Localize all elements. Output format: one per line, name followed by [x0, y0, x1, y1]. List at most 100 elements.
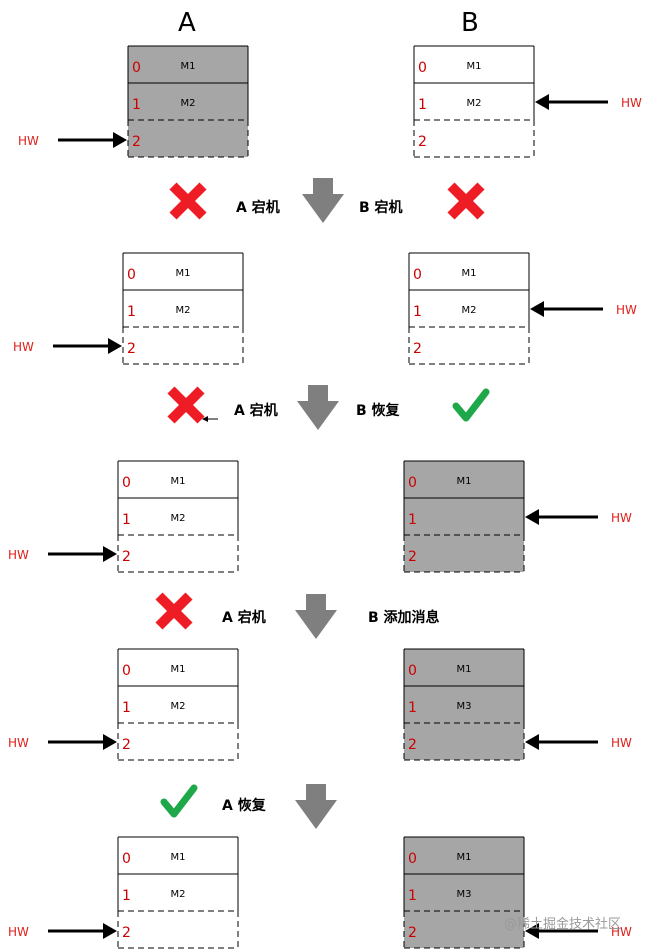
hw-label: HW [8, 736, 29, 750]
hw-arrow-head [103, 546, 117, 562]
log-message-m2: M2 [176, 305, 191, 316]
log-message-m2: M2 [181, 98, 196, 109]
log-offset-0: 0 [122, 663, 131, 679]
cross-stroke [169, 182, 207, 220]
hw-arrow-head [103, 923, 117, 939]
log-offset-0: 0 [408, 851, 417, 867]
log-offset-0: 0 [122, 851, 131, 867]
log-offset-2: 2 [408, 737, 417, 753]
cross-stroke [155, 592, 193, 630]
hw-label: HW [611, 736, 632, 750]
log-offset-1: 1 [132, 97, 141, 113]
step-2-b-label: B 恢复 [356, 403, 400, 419]
step-1-down-arrow-icon [302, 178, 344, 223]
hw-arrow-head [113, 132, 127, 148]
log-message-m1: M1 [457, 664, 472, 675]
hw-label: HW [13, 340, 34, 354]
log-offset-1: 1 [122, 700, 131, 716]
log-shading [404, 649, 524, 760]
log-message-m1: M1 [181, 61, 196, 72]
log-offset-2: 2 [122, 925, 131, 941]
log-offset-1: 1 [122, 888, 131, 904]
hw-marker-b-stage-4: HW [525, 734, 632, 750]
log-offset-1: 1 [408, 700, 417, 716]
hw-marker-a-stage-5: HW [8, 923, 117, 939]
log-offset-0: 0 [122, 475, 131, 491]
log-offset-2: 2 [122, 737, 131, 753]
replica-a-header: A [178, 8, 196, 38]
log-shading [404, 461, 524, 572]
watermark: @稀土掘金技术社区 [504, 917, 622, 932]
log-message-m1: M1 [462, 268, 477, 279]
log-offset-0: 0 [408, 475, 417, 491]
log-offset-0: 0 [413, 267, 422, 283]
log-a-stage-4: 0 M1 1 M2 2 [117, 648, 239, 761]
log-offset-1: 1 [418, 97, 427, 113]
step-1-b-status-cross-icon [447, 182, 485, 220]
log-message-m1: M1 [467, 61, 482, 72]
log-message-m2: M2 [171, 513, 186, 524]
hw-arrow-head [530, 301, 544, 317]
step-4-a-label: A 恢复 [222, 798, 266, 814]
log-message-m1: M1 [457, 852, 472, 863]
hw-marker-b-stage-1: HW [535, 94, 642, 110]
log-offset-2: 2 [418, 134, 427, 150]
step-3-a-label: A 宕机 [222, 610, 266, 626]
hw-label: HW [611, 925, 632, 939]
hw-marker-b-stage-3: HW [525, 509, 632, 525]
log-offset-2: 2 [408, 925, 417, 941]
log-message-m2: M2 [171, 889, 186, 900]
log-offset-2: 2 [413, 341, 422, 357]
log-message-m1: M1 [171, 664, 186, 675]
step-2-down-arrow-icon [297, 385, 339, 430]
hw-label: HW [611, 511, 632, 525]
step-3-a-status-cross-icon [155, 592, 193, 630]
step-2-a-status-cross-icon [167, 386, 205, 424]
hw-label: HW [616, 303, 637, 317]
log-message-m1: M1 [171, 852, 186, 863]
hw-marker-b-stage-2: HW [530, 301, 637, 317]
hw-marker-a-stage-1: HW [18, 132, 127, 148]
step-1-a-label: A 宕机 [236, 200, 280, 216]
log-a-stage-5: 0 M1 1 M2 2 [117, 836, 239, 949]
hw-arrow-head [525, 509, 539, 525]
log-message-m2: M2 [171, 701, 186, 712]
hw-arrow-head [103, 734, 117, 750]
step-3-b-label: B 添加消息 [368, 610, 440, 626]
cross-stroke [447, 182, 485, 220]
step-1-a-status-cross-icon [169, 182, 207, 220]
step-4-a-status-check-icon [160, 784, 198, 818]
log-offset-1: 1 [127, 304, 136, 320]
log-message-m1: M1 [457, 476, 472, 487]
cross-stroke [167, 386, 205, 424]
log-shading [128, 46, 248, 157]
hw-label: HW [8, 925, 29, 939]
log-offset-2: 2 [127, 341, 136, 357]
hw-marker-a-stage-2: HW [13, 338, 122, 354]
replica-b-header: B [461, 8, 479, 38]
log-message-m3: M3 [457, 701, 472, 712]
log-b-stage-5: 0 M1 1 M3 2 [403, 836, 525, 949]
hw-label: HW [621, 96, 642, 110]
hw-arrow-head [535, 94, 549, 110]
log-offset-1: 1 [408, 888, 417, 904]
small-pointer-head [202, 416, 208, 422]
hw-label: HW [18, 134, 39, 148]
log-offset-0: 0 [132, 60, 141, 76]
step-2-a-label: A 宕机 [234, 403, 278, 419]
hw-arrow-head [108, 338, 122, 354]
log-offset-1: 1 [408, 512, 417, 528]
log-b-stage-4: 0 M1 1 M3 2 [403, 648, 525, 761]
hw-marker-a-stage-3: HW [8, 546, 117, 562]
log-message-m3: M3 [457, 889, 472, 900]
log-message-m1: M1 [176, 268, 191, 279]
log-offset-2: 2 [122, 549, 131, 565]
log-offset-0: 0 [408, 663, 417, 679]
